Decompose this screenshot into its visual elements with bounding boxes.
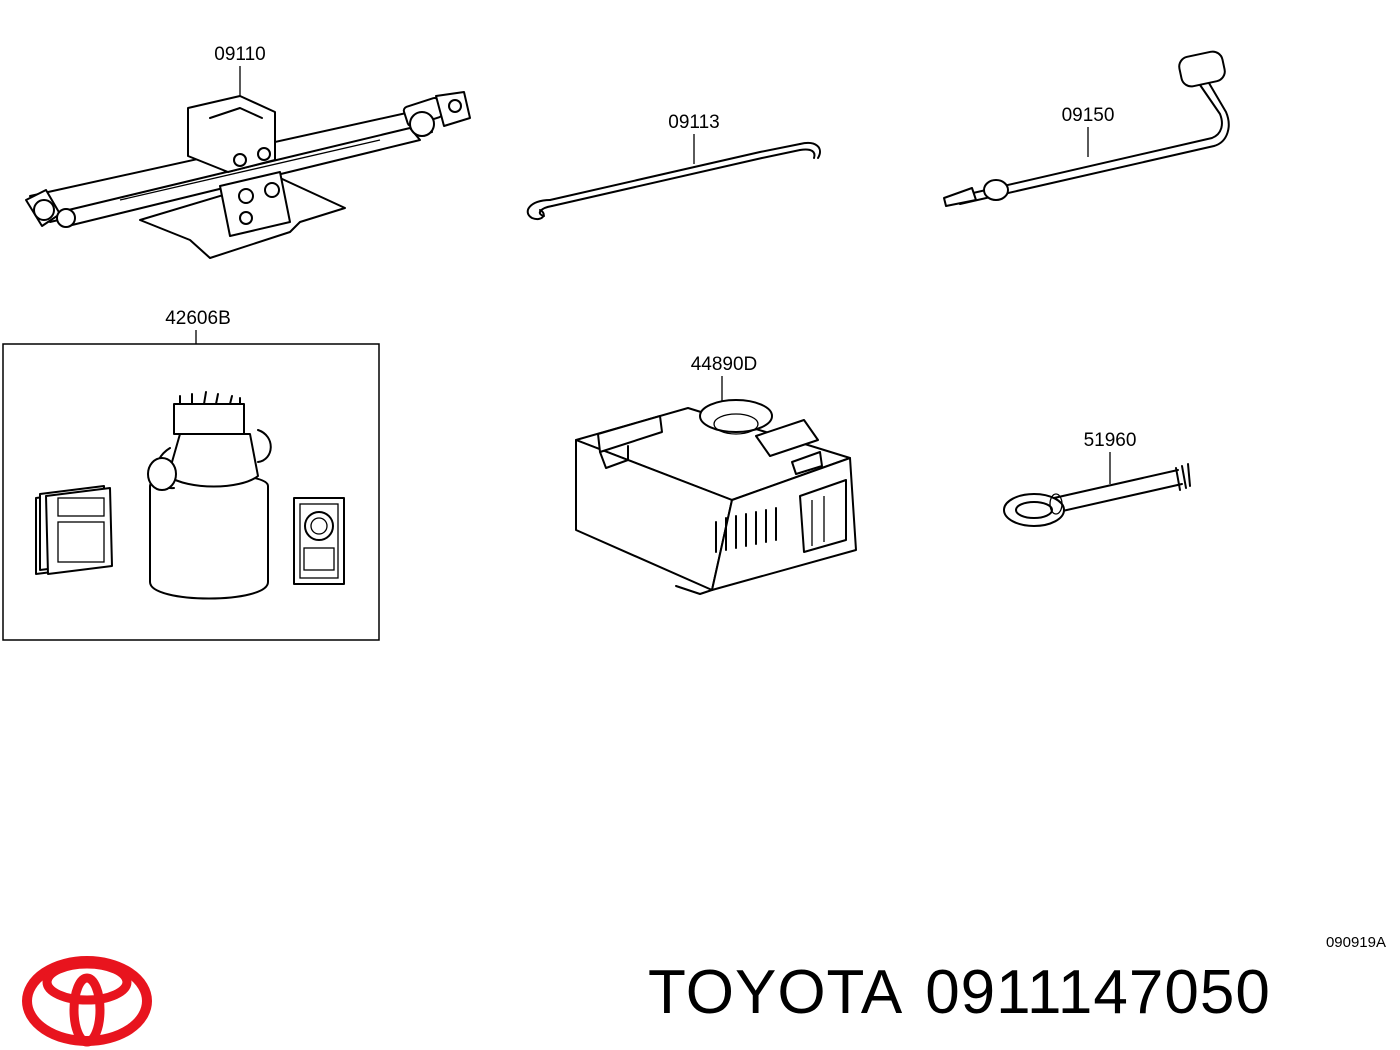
toyota-logo-icon [22,956,152,1047]
callout-09150: 09150 [1062,105,1115,126]
wrench-bar [959,81,1223,197]
tow-hook-part[interactable]: 51960 [1003,430,1191,527]
brand-name: TOYOTA [648,958,904,1027]
callout-44890D: 44890D [691,354,758,375]
compressor-part[interactable]: 44890D [575,354,857,595]
jack-handle-part[interactable]: 09113 [526,112,821,220]
wheel-wrench-part[interactable]: 09150 [943,50,1230,207]
vent-slots [715,507,777,553]
callout-42606B: 42606B [165,308,231,329]
repair-kit-frame [2,343,380,641]
callout-09113: 09113 [668,112,719,133]
manual-booklet [35,485,113,575]
wrench-socket [1178,50,1226,88]
hose-compartment [699,399,773,433]
repair-kit-part[interactable]: 42606B [2,308,380,641]
callout-51960: 51960 [1084,430,1137,451]
part-title: TOYOTA 0911147050 [648,958,1271,1028]
tow-hook-shaft [1053,469,1183,513]
jack-part[interactable]: 09110 [25,44,471,259]
speed-sticker [293,497,345,585]
callout-09110: 09110 [214,44,265,65]
handle-rod [549,143,801,201]
diagram-code: 090919A [1325,934,1386,951]
sealant-bottle [147,391,272,600]
part-number: 0911147050 [925,958,1271,1027]
